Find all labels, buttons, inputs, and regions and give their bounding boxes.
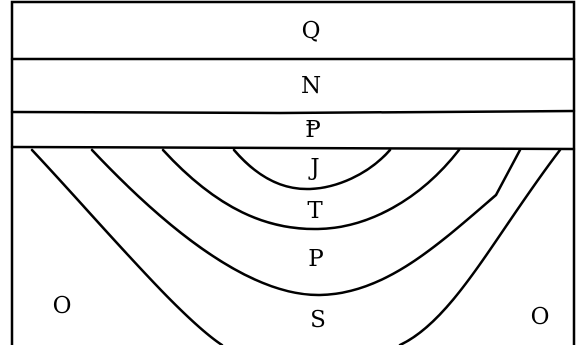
contact-j-t [232, 148, 392, 191]
flank-label-right-o: O [531, 304, 550, 330]
diagram-frame [10, 0, 576, 345]
contact-s-o [30, 148, 562, 345]
contact-n-p [10, 109, 576, 115]
layer-label-q: Q [302, 18, 321, 44]
contact-t-p [161, 148, 461, 231]
layer-label-n: N [301, 73, 321, 99]
layer-label-s: S [310, 307, 326, 333]
flank-label-left-o: O [53, 293, 72, 319]
unconformity-surface [10, 145, 576, 151]
layer-label-j: J [308, 155, 319, 181]
contact-p-s [90, 148, 522, 297]
layer-label-p: P [308, 246, 323, 272]
layer-label-p-crossed: Ᵽ [305, 117, 320, 143]
layer-label-t: T [307, 198, 323, 224]
